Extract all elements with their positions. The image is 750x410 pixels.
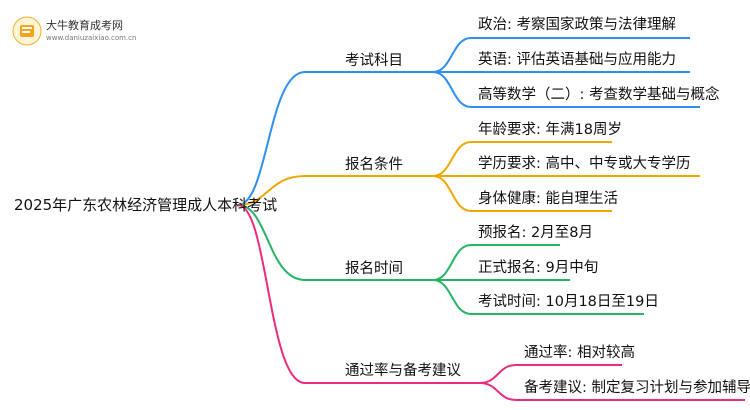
leaf-politics: 政治: 考察国家政策与法律理解 bbox=[478, 17, 676, 33]
leaf-formal-registration: 正式报名: 9月中旬 bbox=[478, 260, 599, 276]
branch-pass-rate-advice: 通过率与备考建议 bbox=[345, 363, 461, 379]
branch-registration-conditions: 报名条件 bbox=[345, 157, 403, 173]
leaf-pass-rate: 通过率: 相对较高 bbox=[524, 345, 635, 361]
connector-pass-rate-2 bbox=[479, 382, 517, 401]
connector-registration-time-1 bbox=[432, 244, 472, 281]
connector-exam-subjects-1 bbox=[432, 37, 472, 73]
logo-url: www.daniuzaixiao.com.cn bbox=[46, 34, 137, 42]
leaf-education: 学历要求: 高中、中专或大专学历 bbox=[478, 156, 691, 172]
logo-title: 大牛教育成考网 bbox=[46, 19, 123, 32]
leaf-english: 英语: 评估英语基础与应用能力 bbox=[478, 52, 676, 68]
branch-registration-time: 报名时间 bbox=[345, 261, 403, 277]
leaf-prep-advice: 备考建议: 制定复习计划与参加辅导班 bbox=[524, 380, 750, 396]
connector-root-pass-rate bbox=[237, 204, 306, 384]
connector-registration-time-3 bbox=[432, 279, 472, 315]
leaf-health: 身体健康: 能自理生活 bbox=[478, 191, 618, 207]
connector-pass-rate-1 bbox=[479, 364, 517, 384]
branch-exam-subjects: 考试科目 bbox=[345, 53, 403, 69]
connector-registration-conditions-1 bbox=[432, 141, 472, 177]
connector-exam-subjects-3 bbox=[432, 71, 472, 108]
connector-root-registration-time bbox=[237, 204, 306, 281]
root-topic: 2025年广东农林经济管理成人本科考试 bbox=[14, 196, 278, 214]
leaf-age: 年龄要求: 年满18周岁 bbox=[478, 122, 622, 138]
logo-book-icon bbox=[12, 16, 42, 46]
connector-root-exam-subjects bbox=[237, 71, 306, 206]
connector-root-registration-conditions bbox=[237, 175, 306, 206]
leaf-pre-registration: 预报名: 2月至8月 bbox=[478, 225, 593, 241]
leaf-math: 高等数学（二）: 考查数学基础与概念 bbox=[478, 87, 720, 103]
leaf-exam-time: 考试时间: 10月18日至19日 bbox=[478, 294, 659, 310]
site-logo: 大牛教育成考网 www.daniuzaixiao.com.cn bbox=[8, 12, 158, 52]
connector-registration-conditions-3 bbox=[432, 175, 472, 212]
